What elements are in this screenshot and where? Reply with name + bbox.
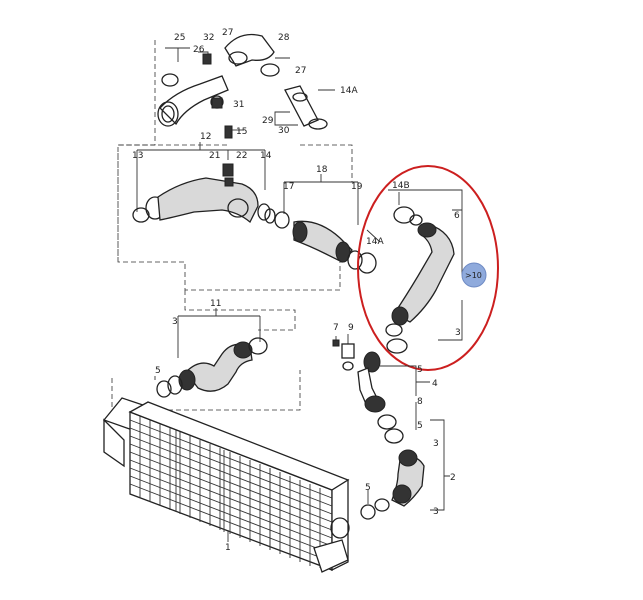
callout-32: 32 (203, 33, 214, 43)
callout-3-left: 3 (172, 317, 178, 327)
callout-10: >10 (465, 271, 482, 280)
bracket-7 (341, 343, 355, 359)
middle-group-outline (118, 144, 353, 182)
pipe-12 (157, 177, 259, 224)
bolt-21 (222, 163, 234, 177)
callout-7: 7 (333, 323, 339, 333)
callout-3-bottom: 3 (433, 507, 439, 517)
hose-11 (185, 343, 253, 392)
callout-3-lower: 3 (433, 439, 439, 449)
callout-28: 28 (278, 33, 290, 43)
callout-17: 17 (283, 182, 294, 192)
callout-2: 2 (450, 473, 456, 483)
hose-connector-26 (224, 33, 275, 67)
callout-14A-top: 14A (340, 86, 358, 96)
hose-group-11 (154, 308, 268, 398)
callout-5-left: 5 (155, 366, 161, 376)
cooler-link-outline (111, 370, 301, 411)
upper-group-outline (117, 40, 341, 291)
intercooler-1 (102, 397, 350, 573)
hose-group-12 (132, 142, 271, 224)
callout-29: 29 (262, 116, 274, 126)
callout-4: 4 (432, 379, 438, 389)
callout-31: 31 (233, 100, 244, 110)
callout-26: 26 (193, 45, 205, 55)
callout-18: 18 (316, 165, 328, 175)
callout-15: 15 (236, 127, 247, 137)
bolt-32 (202, 53, 212, 65)
callout-5-mid: 5 (417, 365, 423, 375)
bolt-15 (224, 125, 233, 139)
clamp-ring (161, 73, 179, 87)
callout-1: 1 (225, 543, 231, 553)
intake-pipe-25 (159, 75, 229, 126)
intercooler-fins (129, 416, 333, 568)
highlighted-hose-group (385, 189, 463, 354)
callout-11: 11 (210, 299, 221, 309)
nut-22 (224, 177, 234, 187)
callout-14-left: 14 (260, 151, 272, 161)
callout-14B: 14B (392, 181, 410, 191)
callout-13: 13 (132, 151, 143, 161)
right-side-hoses (332, 334, 450, 520)
callout-21: 21 (209, 151, 220, 161)
callout-5-bottom: 5 (365, 483, 371, 493)
callout-19: 19 (351, 182, 363, 192)
highlight-circle (357, 165, 499, 371)
callout-27-right: 27 (295, 66, 306, 76)
callout-5-right: 5 (417, 421, 423, 431)
badge-10 (461, 262, 487, 288)
callout-8: 8 (417, 397, 423, 407)
callout-27-top: 27 (222, 28, 233, 38)
callout-6: 6 (454, 211, 460, 221)
lower-group-outline (184, 290, 296, 331)
hose-group-18 (264, 174, 381, 274)
callout-9: 9 (348, 323, 354, 333)
callout-12: 12 (200, 132, 211, 142)
bolt-9 (332, 339, 340, 347)
top-cluster (157, 33, 335, 139)
callout-22: 22 (236, 151, 247, 161)
callout-30: 30 (278, 126, 290, 136)
callout-25: 25 (174, 33, 185, 43)
callout-14A-mid: 14A (366, 237, 384, 247)
callout-3-right-top: 3 (455, 328, 461, 338)
